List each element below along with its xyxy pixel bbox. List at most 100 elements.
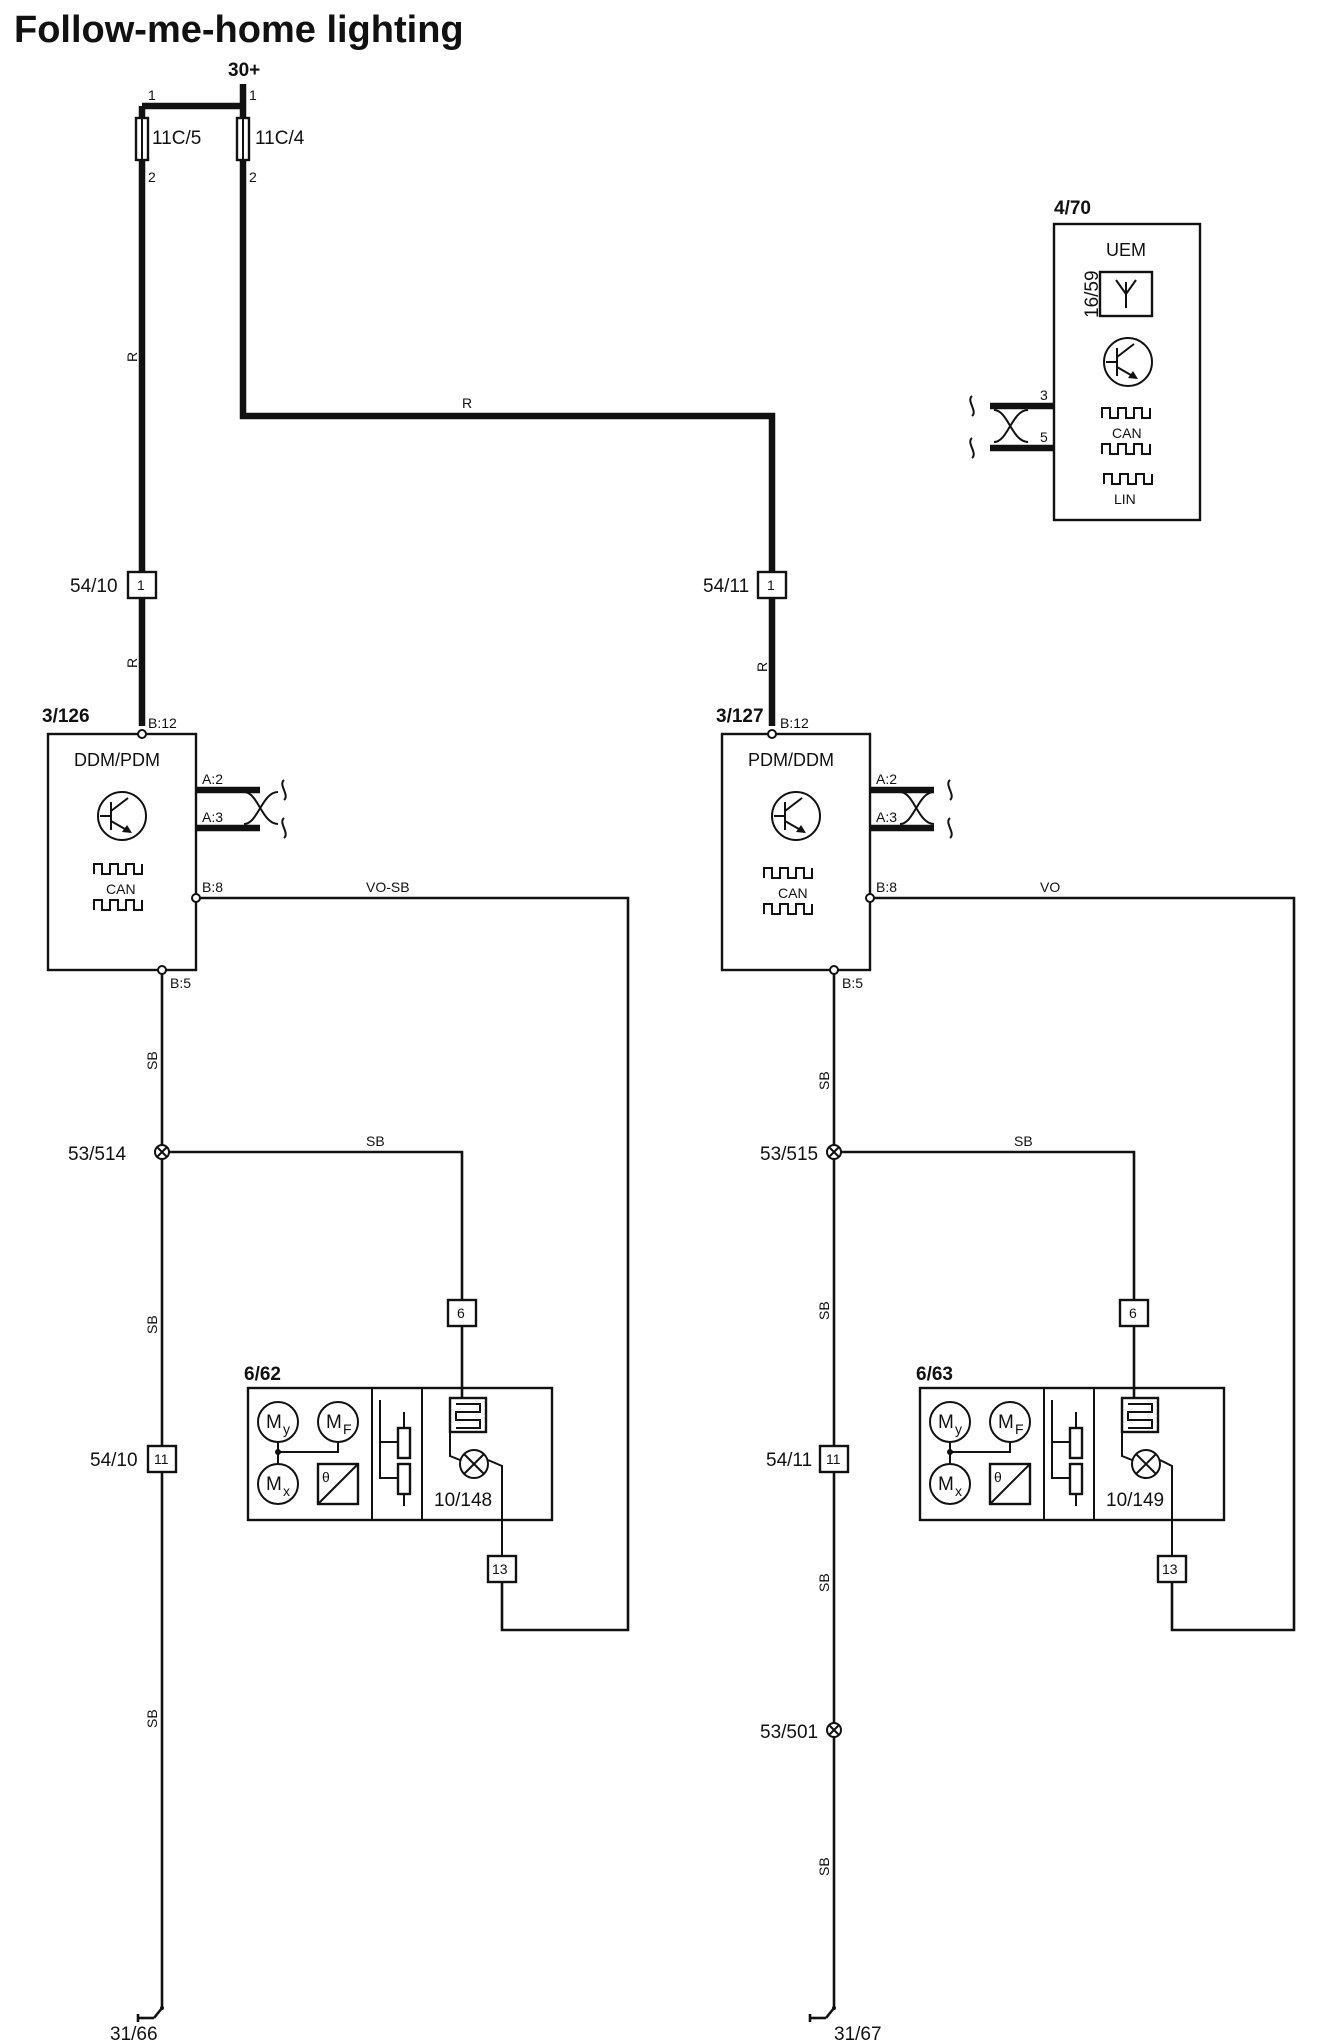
motor-f-letter: M bbox=[998, 1412, 1014, 1433]
connector-54-11-low: 11 54/11 bbox=[766, 1444, 850, 1474]
uem-can-label: CAN bbox=[1112, 425, 1142, 441]
wire-right-vo: VO bbox=[874, 879, 1296, 1632]
connector-54-10-top: 1 54/10 bbox=[70, 570, 158, 600]
pin-gnd: B:5 bbox=[842, 975, 863, 991]
splice-icon bbox=[154, 1144, 170, 1160]
page-title: Follow-me-home lighting bbox=[14, 9, 464, 51]
connector-pin: 6 bbox=[457, 1305, 465, 1321]
wire-left-supply: R R bbox=[124, 160, 146, 726]
lamp-ref: 10/149 bbox=[1106, 1490, 1164, 1511]
pin-can-l: A:3 bbox=[202, 809, 223, 825]
motor-x-letter: M bbox=[938, 1474, 954, 1495]
can-wave-icon bbox=[763, 867, 813, 879]
lamp-icon bbox=[1131, 1449, 1161, 1479]
wire-label-sb: SB bbox=[366, 1133, 385, 1149]
module-ddm-pdm: 3/126 B:12 DDM/PDM CAN A:2 A:3 B:8 B:5 bbox=[42, 706, 287, 991]
ground-31-67: 31/67 bbox=[808, 1990, 882, 2040]
fuse-left: 1 11C/5 2 bbox=[134, 87, 201, 185]
wire-label-sb: SB bbox=[816, 1857, 832, 1876]
mirror-6-62: 6/62 M y M F M x θ bbox=[244, 1326, 554, 1556]
twisted-pair-icon bbox=[993, 409, 1029, 443]
fuse-right-id: 11C/4 bbox=[255, 128, 305, 149]
wire-label-r-1: R bbox=[124, 352, 140, 362]
connector-pin: 11 bbox=[826, 1451, 841, 1467]
connector-54-10-low: 11 54/10 bbox=[90, 1444, 178, 1474]
wire-label-r-3: R bbox=[462, 395, 472, 411]
splice-icon bbox=[826, 1722, 842, 1738]
uem-name: UEM bbox=[1106, 240, 1146, 260]
pin-gnd: B:5 bbox=[170, 975, 191, 991]
mirror-right-pin-13: 13 bbox=[1156, 1554, 1188, 1610]
motor-f-sub: F bbox=[1015, 1421, 1024, 1437]
can-wave-icon-2 bbox=[763, 903, 813, 915]
wire-right-ground: SB SB SB SB bbox=[816, 974, 836, 1990]
fuse-left-pin-in: 1 bbox=[148, 87, 156, 103]
splice-53-514: 53/514 SB bbox=[68, 1133, 464, 1300]
wire-left-vo-sb: VO-SB bbox=[200, 879, 630, 1632]
module-pdm-ddm: 3/127 B:12 PDM/DDM CAN A:2 A:3 B:8 B:5 bbox=[716, 706, 953, 991]
motor-f-sub: F bbox=[343, 1421, 352, 1437]
potentiometer-icon bbox=[379, 1400, 412, 1506]
ground-ref: 31/67 bbox=[834, 2024, 882, 2040]
module-can-label: CAN bbox=[106, 881, 136, 897]
twisted-pair-icon bbox=[243, 791, 279, 825]
can-wave-icon bbox=[93, 863, 143, 875]
motor-y-sub: y bbox=[955, 1421, 962, 1437]
module-uem: 4/70 UEM 16/59 CAN LIN 3 5 bbox=[969, 198, 1202, 522]
can-wave-icon-2 bbox=[93, 899, 143, 911]
fuse-left-id: 11C/5 bbox=[152, 128, 201, 149]
wire-label-r-4: R bbox=[754, 662, 770, 672]
wire-label-vo-sb: VO-SB bbox=[366, 879, 410, 895]
wire-label-vo: VO bbox=[1040, 879, 1060, 895]
motor-y-letter: M bbox=[938, 1412, 954, 1433]
motor-x-sub: x bbox=[283, 1483, 290, 1499]
supply-label: 30+ bbox=[228, 60, 260, 81]
connector-54-11-top: 1 54/11 bbox=[703, 570, 788, 600]
lamp-icon bbox=[459, 1449, 489, 1479]
motor-y-sub: y bbox=[283, 1421, 290, 1437]
wire-label-sb: SB bbox=[144, 1315, 160, 1334]
connector-ref: 54/11 bbox=[766, 1450, 812, 1471]
wire-label-sb: SB bbox=[816, 1301, 832, 1320]
connector-pin: 1 bbox=[767, 577, 775, 593]
connector-ref: 54/11 bbox=[703, 576, 749, 597]
wire-label-sb: SB bbox=[816, 1071, 832, 1090]
wire-label-sb: SB bbox=[816, 1573, 832, 1592]
connector-pin: 13 bbox=[1162, 1561, 1178, 1577]
pin-can-l: A:3 bbox=[876, 809, 897, 825]
fuse-right: 1 11C/4 2 bbox=[235, 87, 305, 185]
mirror-left-pin-13: 13 bbox=[486, 1554, 518, 1610]
can-wave-icon bbox=[1101, 407, 1151, 419]
lin-wave-icon bbox=[1103, 473, 1153, 485]
twisted-pair-icon bbox=[899, 791, 935, 825]
connector-pin: 11 bbox=[154, 1451, 169, 1467]
pin-supply: B:12 bbox=[148, 715, 177, 731]
wire-right-supply: R R bbox=[239, 160, 776, 726]
wire-label-r-2: R bbox=[124, 658, 140, 668]
wire-label-sb: SB bbox=[144, 1709, 160, 1728]
can-wave-icon-2 bbox=[1101, 443, 1151, 455]
connector-pin: 1 bbox=[137, 577, 145, 593]
connector-pin: 6 bbox=[1129, 1305, 1137, 1321]
fuse-right-pin-in: 1 bbox=[249, 87, 257, 103]
mirror-ref: 6/62 bbox=[244, 1364, 281, 1385]
supply-block: 30+ 1 11C/5 2 1 11C/4 2 bbox=[134, 60, 305, 185]
module-ref: 3/126 bbox=[42, 706, 90, 727]
pin-supply: B:12 bbox=[780, 715, 809, 731]
mirror-left-pin-6: 6 bbox=[446, 1298, 478, 1328]
wire-label-sb: SB bbox=[144, 1051, 160, 1070]
splice-ref: 53/515 bbox=[760, 1144, 818, 1165]
module-can-label: CAN bbox=[778, 885, 808, 901]
pin-can-h: A:2 bbox=[876, 771, 897, 787]
ground-31-66: 31/66 bbox=[110, 1990, 164, 2040]
motor-x-letter: M bbox=[266, 1474, 282, 1495]
pin-out: B:8 bbox=[876, 879, 897, 895]
uem-antenna-ref: 16/59 bbox=[1082, 270, 1103, 318]
connector-pin: 13 bbox=[492, 1561, 508, 1577]
uem-ref: 4/70 bbox=[1054, 198, 1091, 219]
fuse-left-pin-out: 2 bbox=[148, 169, 156, 185]
heater-icon bbox=[1120, 1396, 1160, 1434]
splice-53-501: 53/501 bbox=[760, 1722, 842, 1743]
ground-ref: 31/66 bbox=[110, 2024, 158, 2040]
